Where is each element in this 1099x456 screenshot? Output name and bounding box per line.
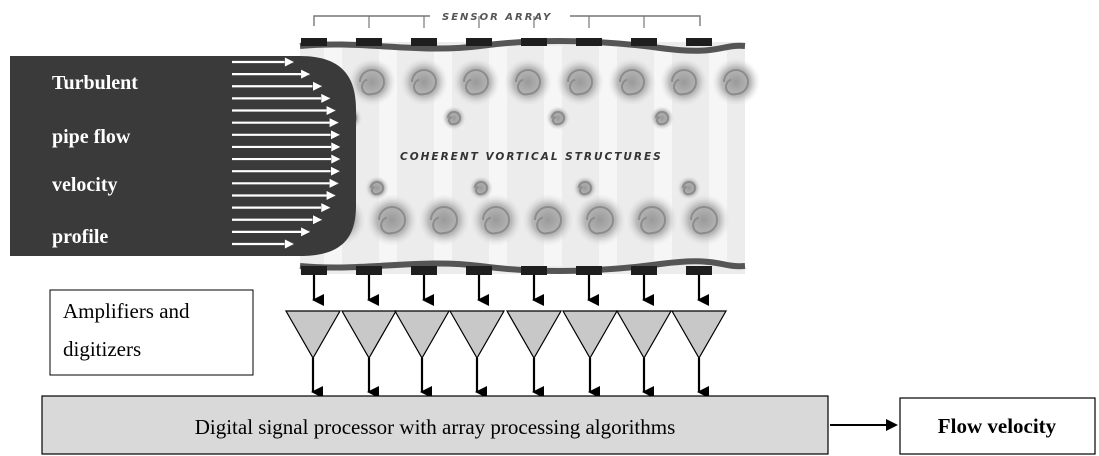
sensor-top <box>301 38 327 46</box>
vortex-swirl <box>469 176 493 200</box>
amplifier-chain <box>340 275 398 398</box>
vortex-swirl <box>442 106 466 130</box>
sensor-top <box>686 38 712 46</box>
processor-box <box>41 395 829 455</box>
vortex-swirl <box>452 58 500 106</box>
amplifier-chain <box>561 275 619 398</box>
amplifier-chain <box>393 275 451 398</box>
sensor-bottom <box>686 266 712 275</box>
vortex-swirl <box>504 58 552 106</box>
profile-line-3: velocity <box>52 174 118 196</box>
vortex-swirl <box>660 58 708 106</box>
vortex-swirl <box>626 194 678 246</box>
amplifiers-label-line-2: digitizers <box>63 337 141 361</box>
vortex-swirl <box>608 58 656 106</box>
flow-velocity-box <box>899 397 1096 455</box>
amplifiers-label-line-1: Amplifiers and <box>63 299 190 323</box>
flow-velocity-label: Flow velocity <box>938 414 1057 438</box>
vortex-swirl <box>677 176 701 200</box>
amplifier-chain <box>505 275 563 398</box>
sensor-top <box>356 38 382 46</box>
vortex-swirl <box>400 58 448 106</box>
vortex-swirl <box>574 194 626 246</box>
processor-label: Digital signal processor with array proc… <box>195 415 676 439</box>
flow-velocity-output: Flow velocity <box>899 397 1096 455</box>
amplifier-triangle <box>448 310 506 360</box>
sensor-top <box>411 38 437 46</box>
vortex-swirl <box>556 58 604 106</box>
vortex-swirl <box>546 106 570 130</box>
sensor-bottom <box>631 266 657 275</box>
amplifier-triangle <box>393 310 451 360</box>
sensor-bottom <box>521 266 547 275</box>
sensor-bottom <box>411 266 437 275</box>
sensor-bottom <box>466 266 492 275</box>
vortex-swirl <box>573 176 597 200</box>
top-sensors <box>301 38 712 46</box>
profile-line-2: pipe flow <box>52 126 131 148</box>
sensor-array-label: SENSOR ARRAY <box>442 12 552 23</box>
vortex-swirl <box>470 194 522 246</box>
vortex-swirl <box>522 194 574 246</box>
vortex-swirl <box>348 58 396 106</box>
amplifiers-label-box: Amplifiers and digitizers <box>49 289 254 376</box>
sensor-array-bracket <box>313 15 701 28</box>
bracket-right-line <box>570 15 701 26</box>
sensor-bottom <box>356 266 382 275</box>
amplifier-triangle <box>284 310 342 360</box>
amplifier-triangle <box>561 310 619 360</box>
amplifier-triangle <box>505 310 563 360</box>
sensor-bottom <box>301 266 327 275</box>
vortex-swirl <box>418 194 470 246</box>
velocity-profile-panel: Turbulent pipe flow velocity profile <box>10 56 356 256</box>
coherent-structures-label: COHERENT VORTICAL STRUCTURES <box>400 151 663 163</box>
bottom-sensors <box>301 266 712 275</box>
amplifier-triangle <box>615 310 673 360</box>
amplifier-chain <box>615 275 673 398</box>
amplifier-chains <box>284 275 728 398</box>
vortex-swirl <box>712 58 760 106</box>
amplifier-chain <box>670 275 728 398</box>
pipe-section: COHERENT VORTICAL STRUCTURES <box>296 37 760 275</box>
sensor-top <box>521 38 547 46</box>
sensor-top <box>631 38 657 46</box>
vortex-swirl <box>366 194 418 246</box>
vortex-swirl <box>650 106 674 130</box>
profile-line-1: Turbulent <box>52 72 138 94</box>
amplifier-triangle <box>670 310 728 360</box>
vortex-swirl <box>365 176 389 200</box>
vortex-swirl <box>678 194 730 246</box>
amplifier-chain <box>448 275 506 398</box>
velocity-profile-background <box>10 56 356 256</box>
amplifiers-box <box>49 289 254 376</box>
bracket-left-line <box>313 15 430 26</box>
signal-processor-block: Digital signal processor with array proc… <box>41 395 829 455</box>
velocity-profile-arrows <box>232 62 340 244</box>
sensor-top <box>466 38 492 46</box>
amplifier-triangle <box>340 310 398 360</box>
amplifier-chain <box>284 275 342 398</box>
profile-line-4: profile <box>52 226 108 248</box>
sensor-top <box>576 38 602 46</box>
sensor-bottom <box>576 266 602 275</box>
